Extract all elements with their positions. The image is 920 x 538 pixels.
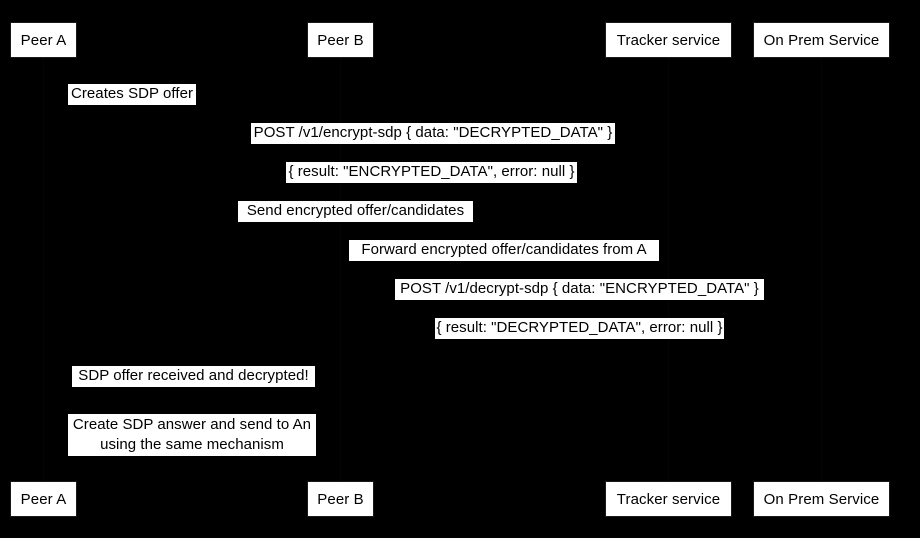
participant-label: Peer A xyxy=(20,490,67,508)
participant-label: Peer B xyxy=(317,31,364,49)
participant-top-tracker-service[interactable]: Tracker service xyxy=(605,22,732,58)
participant-bottom-tracker-service[interactable]: Tracker service xyxy=(605,481,732,517)
note-line-1: Create SDP answer and send to An xyxy=(72,416,312,433)
message-sdp-offer-received[interactable]: SDP offer received and decrypted! xyxy=(72,366,315,387)
participant-top-peer-a[interactable]: Peer A xyxy=(10,22,77,58)
lifeline-peer-b xyxy=(340,58,341,481)
participant-bottom-peer-a[interactable]: Peer A xyxy=(10,481,77,517)
participant-label: Peer B xyxy=(317,490,364,508)
message-send-encrypted-offer[interactable]: Send encrypted offer/candidates xyxy=(238,201,473,222)
participant-bottom-peer-b[interactable]: Peer B xyxy=(307,481,374,517)
lifeline-on-prem-service xyxy=(821,58,822,481)
participant-label: Tracker service xyxy=(616,490,721,508)
message-forward-encrypted-offer[interactable]: Forward encrypted offer/candidates from … xyxy=(349,240,659,261)
participant-bottom-on-prem-service[interactable]: On Prem Service xyxy=(753,481,890,517)
participant-top-on-prem-service[interactable]: On Prem Service xyxy=(753,22,890,58)
participant-label: Peer A xyxy=(20,31,67,49)
message-post-decrypt-sdp[interactable]: POST /v1/decrypt-sdp { data: "ENCRYPTED_… xyxy=(395,279,764,300)
lifeline-peer-a xyxy=(43,58,44,481)
participant-top-peer-b[interactable]: Peer B xyxy=(307,22,374,58)
message-create-sdp-answer[interactable]: Create SDP answer and send to An using t… xyxy=(68,414,316,456)
message-creates-sdp-offer[interactable]: Creates SDP offer xyxy=(68,84,196,105)
note-line-2: using the same mechanism xyxy=(100,436,284,453)
message-post-encrypt-sdp[interactable]: POST /v1/encrypt-sdp { data: "DECRYPTED_… xyxy=(251,123,615,144)
participant-label: Tracker service xyxy=(616,31,721,49)
lifeline-tracker-service xyxy=(668,58,669,481)
participant-label: On Prem Service xyxy=(763,490,880,508)
message-encrypt-sdp-result[interactable]: { result: "ENCRYPTED_DATA", error: null … xyxy=(286,162,577,183)
participant-label: On Prem Service xyxy=(763,31,880,49)
message-decrypt-sdp-result[interactable]: { result: "DECRYPTED_DATA", error: null … xyxy=(435,318,724,339)
